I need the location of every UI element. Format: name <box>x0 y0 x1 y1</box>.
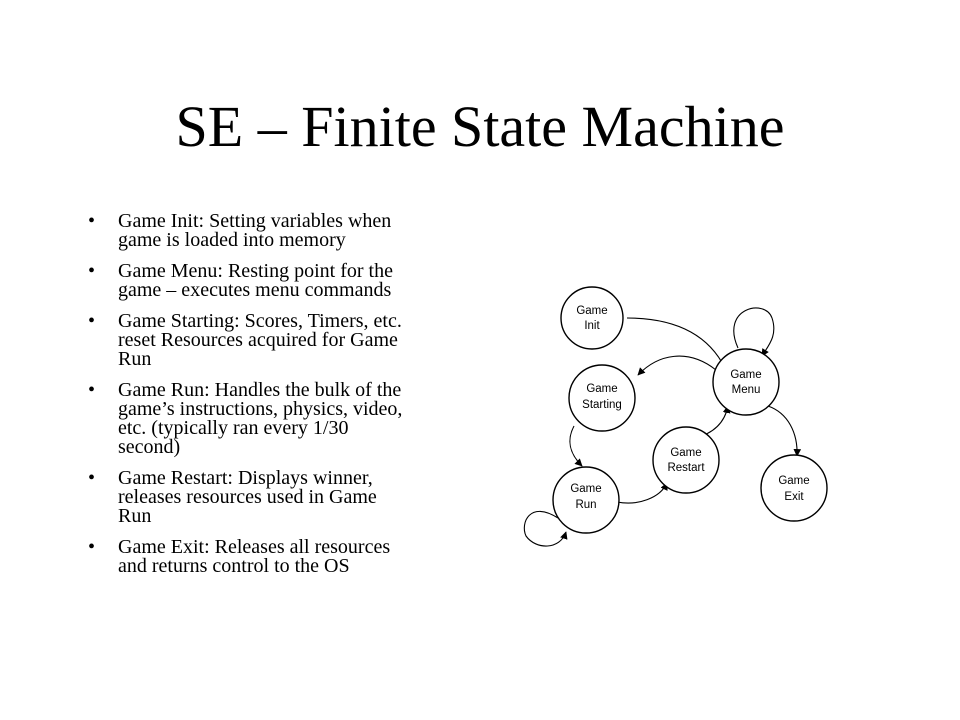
state-game-menu: Game Menu <box>712 348 780 416</box>
state-label: Run <box>575 499 596 511</box>
state-label: Exit <box>784 491 804 503</box>
bullet-line: and returns control to the OS <box>118 555 350 577</box>
state-label: Game <box>576 305 607 317</box>
transition-init-to-menu <box>626 317 726 369</box>
bullet-line: Game Exit: Releases all resources <box>118 536 391 558</box>
bullet-dot-icon: • <box>88 260 96 282</box>
bullet-line: Game Run: Handles the bulk of the <box>118 379 402 401</box>
transition-menu-to-exit <box>767 405 802 457</box>
state-label: Game <box>570 483 601 495</box>
bullet-line: second) <box>118 436 181 458</box>
state-label: Game <box>670 447 701 459</box>
bullet-dot-icon: • <box>88 536 96 558</box>
state-label: Game <box>778 475 809 487</box>
slide-title: SE – Finite State Machine <box>175 94 785 159</box>
bullet-line: game is loaded into memory <box>118 229 346 251</box>
bullet-item: • Game Init: Setting variables when game… <box>82 210 482 251</box>
bullet-line: Game Starting: Scores, Timers, etc. <box>118 310 402 332</box>
state-game-run: Game Run <box>552 466 620 534</box>
state-label: Game <box>586 383 617 395</box>
bullet-line: Game Restart: Displays winner, <box>118 467 373 489</box>
state-label: Restart <box>667 462 705 474</box>
bullet-item: • Game Starting: Scores, Timers, etc. re… <box>82 310 482 370</box>
bullet-line: releases resources used in Game <box>118 486 377 508</box>
state-game-exit: Game Exit <box>760 454 828 522</box>
bullet-dot-icon: • <box>88 379 96 401</box>
state-machine-diagram: Game Init Game Menu Game Starting Game R… <box>523 286 828 547</box>
state-label: Init <box>584 320 600 332</box>
bullet-line: Run <box>118 348 152 370</box>
bullet-line: game – executes menu commands <box>118 279 392 301</box>
state-label: Starting <box>582 399 622 411</box>
state-game-restart: Game Restart <box>652 426 720 494</box>
bullet-line: reset Resources acquired for Game <box>118 329 398 351</box>
bullet-dot-icon: • <box>88 467 96 489</box>
bullet-item: • Game Run: Handles the bulk of the game… <box>82 379 482 458</box>
state-label: Game <box>730 369 761 381</box>
bullet-line: Game Menu: Resting point for the <box>118 260 393 282</box>
bullet-line: Game Init: Setting variables when <box>118 210 392 232</box>
transition-run-self-loop <box>523 510 568 547</box>
bullet-item: • Game Menu: Resting point for the game … <box>82 260 482 301</box>
transition-menu-to-starting <box>637 355 717 376</box>
state-game-init: Game Init <box>560 286 624 350</box>
bullet-item: • Game Restart: Displays winner, release… <box>82 467 482 527</box>
bullet-line: Run <box>118 505 152 527</box>
transition-run-to-restart <box>616 482 668 504</box>
bullet-line: etc. (typically ran every 1/30 <box>118 417 349 439</box>
bullet-line: game’s instructions, physics, video, <box>118 398 403 420</box>
bullet-list: • Game Init: Setting variables when game… <box>82 210 482 588</box>
bullet-item: • Game Exit: Releases all resources and … <box>82 536 482 577</box>
transition-starting-to-run <box>569 425 583 467</box>
state-label: Menu <box>732 384 761 396</box>
bullet-dot-icon: • <box>88 310 96 332</box>
bullet-dot-icon: • <box>88 210 96 232</box>
transition-menu-self-loop <box>733 307 775 357</box>
state-game-starting: Game Starting <box>568 364 636 432</box>
